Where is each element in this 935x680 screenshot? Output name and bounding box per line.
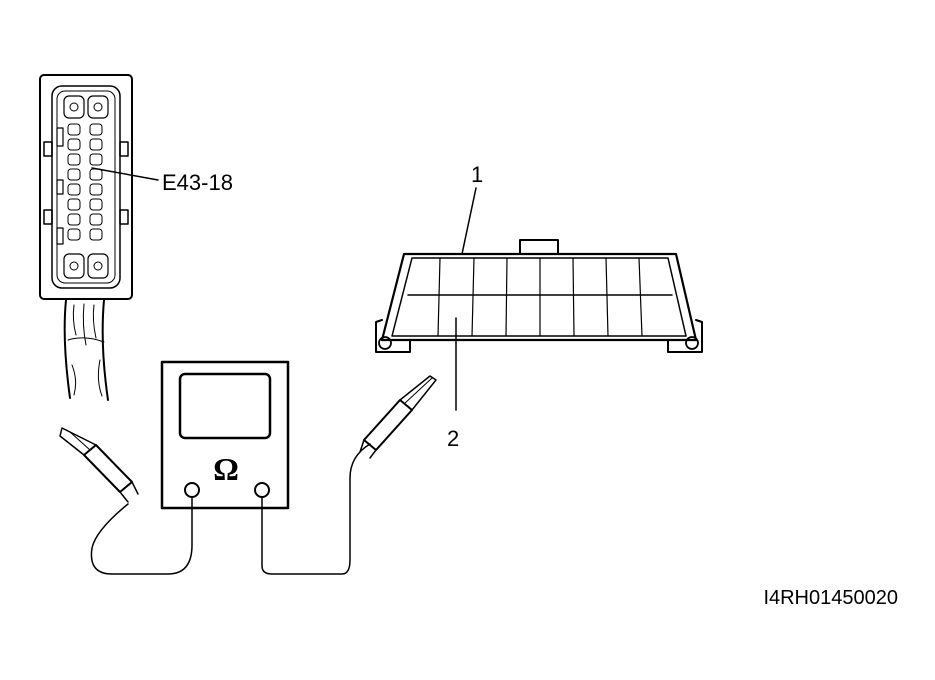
wire-bundle: [63, 299, 109, 401]
ohmmeter-jack-left: [184, 482, 200, 498]
connector-terminal-label: E43-18: [162, 170, 233, 195]
mount-ear-left: [375, 319, 411, 353]
callout-1-leader-line: [461, 187, 477, 255]
test-lead-left: [59, 427, 193, 575]
connector-body: [380, 252, 698, 342]
figure-code: I4RH01450020: [763, 587, 898, 609]
mount-ear-right: [667, 319, 703, 353]
ohmmeter-jack-right: [254, 482, 270, 498]
component-connector: [375, 239, 703, 353]
connector-inner-frame: [51, 85, 121, 289]
terminal-cavities: [67, 123, 103, 241]
connector-housing: [39, 74, 133, 300]
callout-1-label: 1: [471, 162, 483, 187]
harness-connector: [39, 74, 159, 401]
test-lead-right: [261, 375, 437, 575]
connector-tab: [519, 239, 559, 255]
ohmmeter-body: [160, 360, 290, 510]
ohmmeter-display: [178, 372, 272, 440]
e43-18-leader-line: [91, 167, 159, 181]
ohm-symbol: Ω: [213, 451, 239, 487]
callout-2-label: 2: [447, 426, 459, 451]
